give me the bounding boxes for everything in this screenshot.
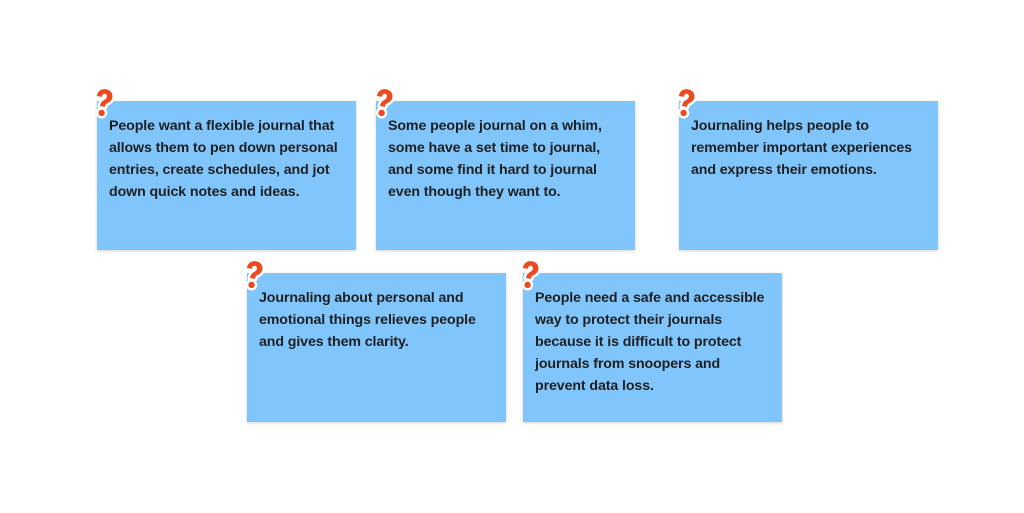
question-mark-icon[interactable] [86, 84, 120, 122]
sticky-note[interactable]: People want a flexible journal that allo… [97, 101, 356, 250]
sticky-note-text: People want a flexible journal that allo… [109, 118, 338, 200]
sticky-note[interactable]: Some people journal on a whim, some have… [376, 101, 635, 250]
sticky-note-text: Journaling about personal and emotional … [259, 290, 476, 350]
sticky-note[interactable]: People need a safe and accessible way to… [523, 273, 782, 422]
sticky-note-text: Some people journal on a whim, some have… [388, 118, 602, 200]
sticky-note[interactable]: Journaling about personal and emotional … [247, 273, 506, 422]
question-mark-icon[interactable] [512, 256, 546, 294]
sticky-note-text: People need a safe and accessible way to… [535, 290, 765, 394]
question-mark-icon[interactable] [366, 84, 400, 122]
sticky-note-text: Journaling helps people to remember impo… [691, 118, 912, 178]
sticky-note[interactable]: Journaling helps people to remember impo… [679, 101, 938, 250]
question-mark-icon[interactable] [236, 256, 270, 294]
question-mark-icon[interactable] [668, 84, 702, 122]
